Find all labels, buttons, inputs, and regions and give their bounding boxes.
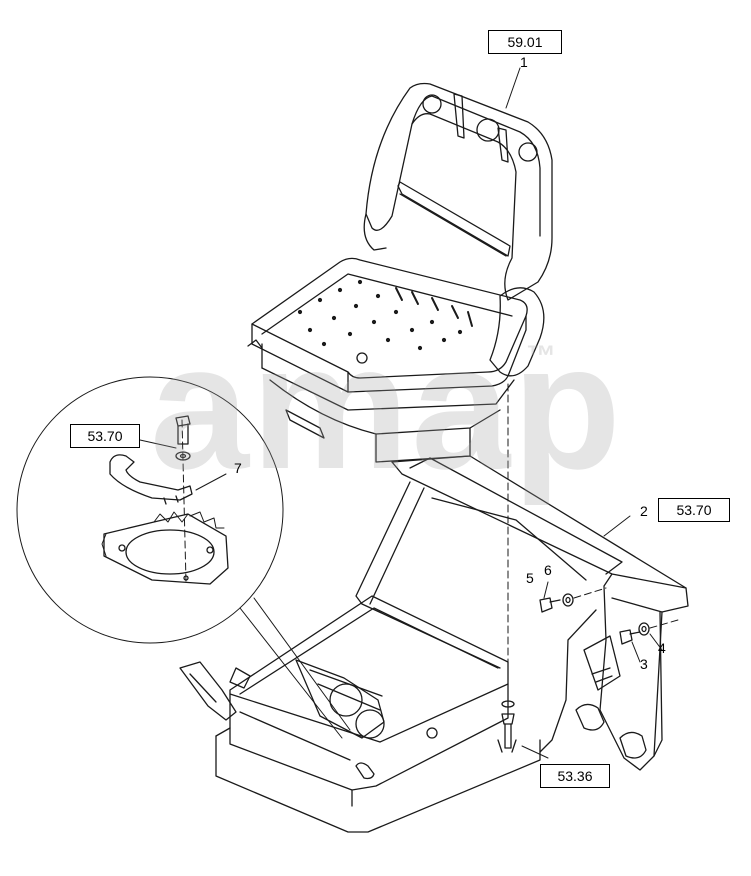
ref-box-bolt[interactable]: 53.36 — [540, 764, 610, 788]
seat-backrest — [363, 82, 553, 301]
callout-washer-left: 6 — [544, 562, 552, 578]
watermark-trademark: ™ — [526, 340, 558, 373]
hardware — [497, 593, 650, 753]
seat-cushion — [247, 257, 545, 463]
ref-box-seat[interactable]: 59.01 — [488, 30, 562, 54]
callout-bolt-right: 3 — [640, 656, 648, 672]
ref-box-detail[interactable]: 53.70 — [70, 424, 140, 448]
detail-view — [16, 376, 351, 739]
console-base — [179, 455, 689, 833]
watermark-text: amap — [150, 307, 623, 506]
callout-bracket: 7 — [234, 460, 242, 476]
assembly-lines — [181, 383, 679, 703]
leader-lines — [139, 67, 663, 759]
callout-bolt-left: 5 — [526, 570, 534, 586]
ref-box-console[interactable]: 53.70 — [658, 498, 730, 522]
callout-console: 2 — [640, 503, 648, 519]
callout-washer-right: 4 — [658, 640, 666, 656]
callout-seat: 1 — [520, 54, 528, 70]
